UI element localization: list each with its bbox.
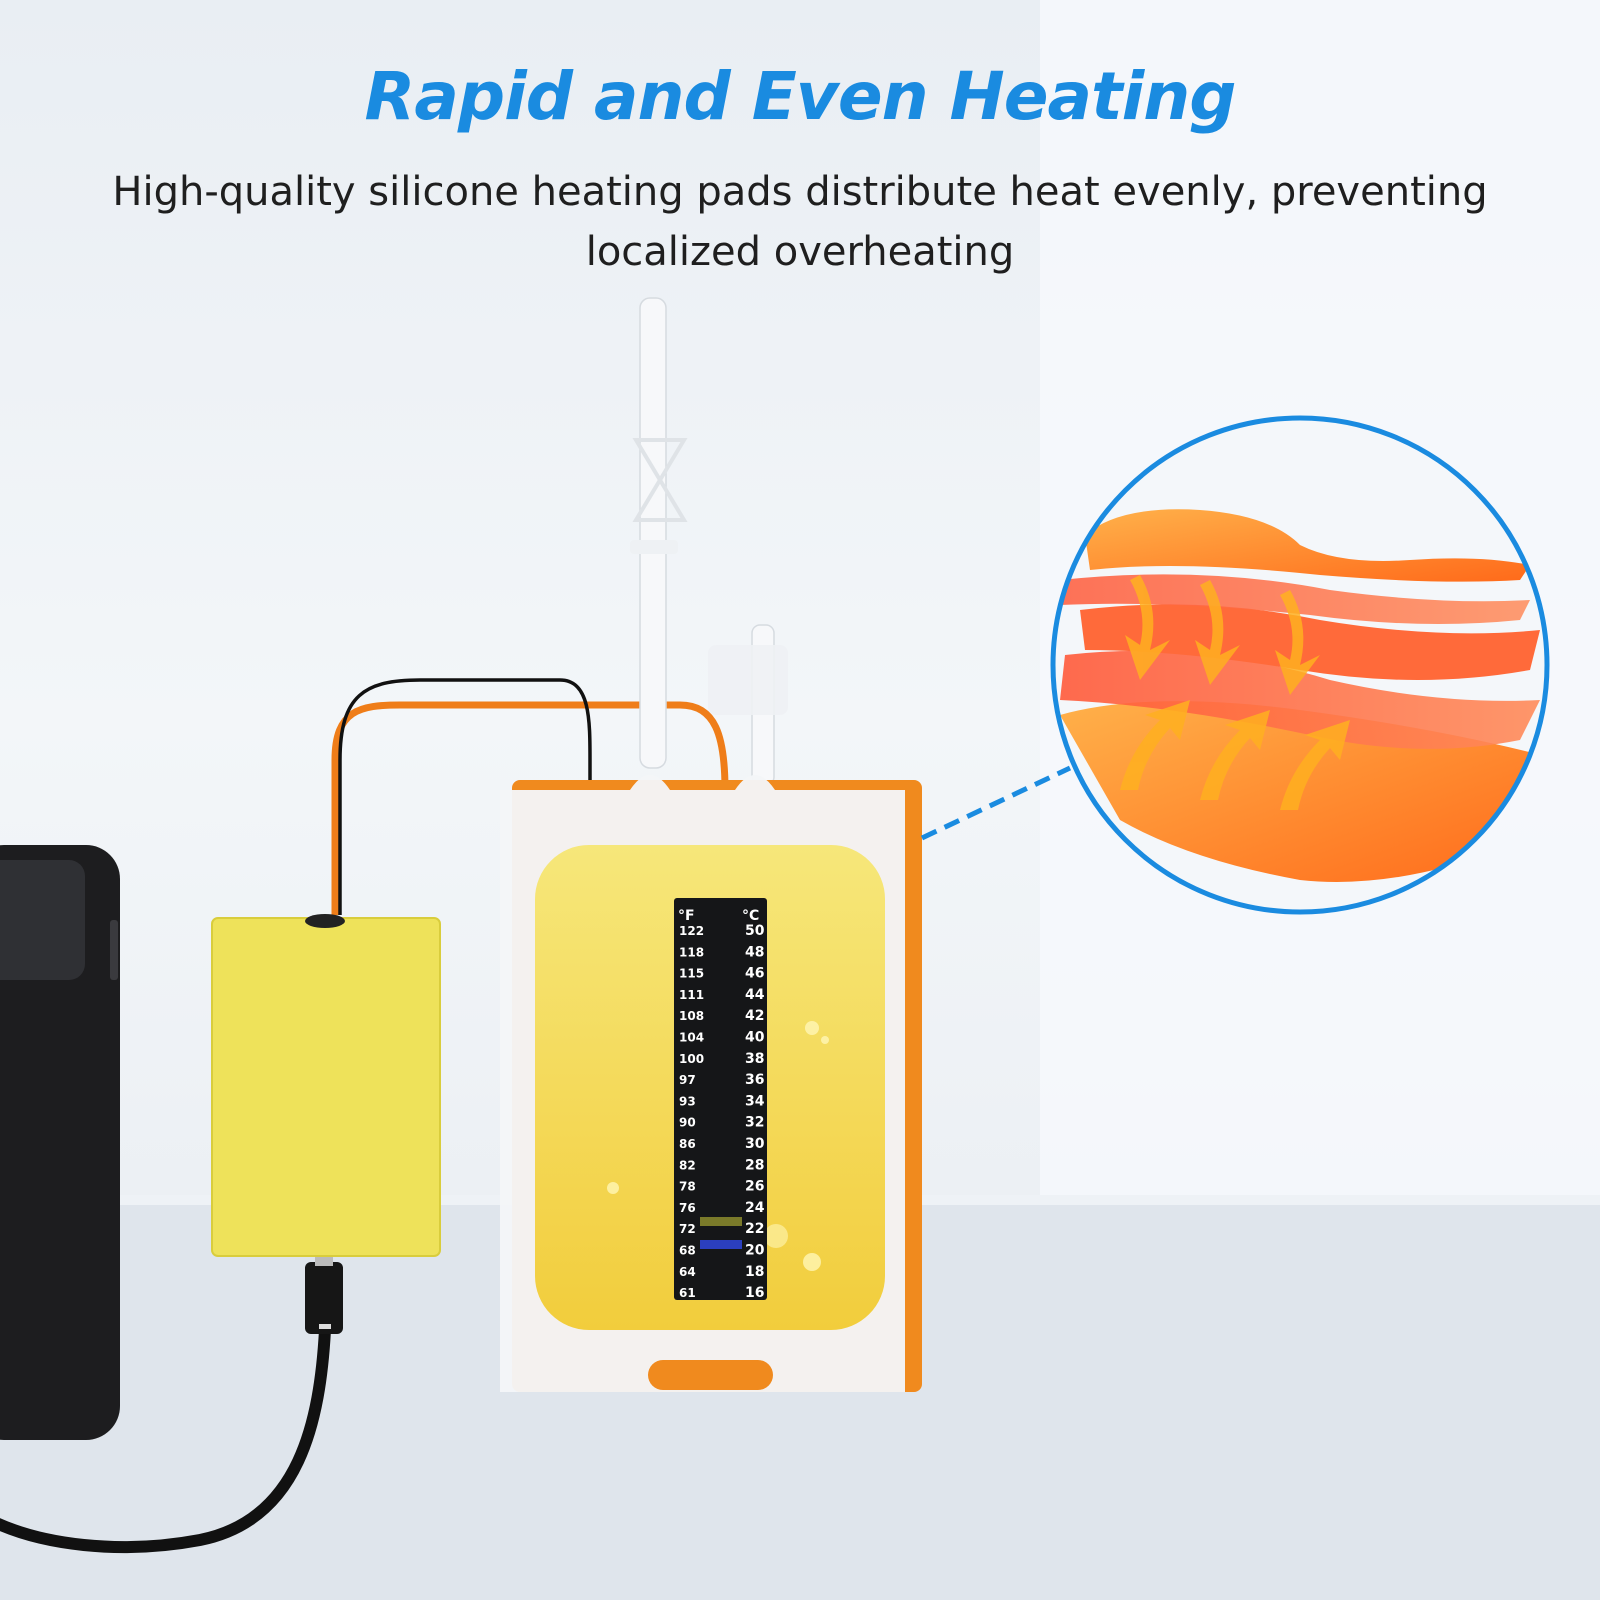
thermo-f-label: 118 <box>679 945 704 959</box>
thermo-f-label: 78 <box>679 1180 696 1194</box>
thermo-unit-c: °C <box>742 908 759 924</box>
controller-box <box>211 914 441 1257</box>
thermo-f-label: 90 <box>679 1116 696 1130</box>
heating-pad-zoom-circle <box>1050 415 1550 915</box>
thermo-c-label: 32 <box>745 1115 764 1131</box>
thermo-c-label: 24 <box>745 1200 765 1216</box>
thermo-c-label: 20 <box>745 1243 765 1259</box>
thermo-f-label: 108 <box>679 1009 704 1023</box>
thermo-f-label: 111 <box>679 988 704 1002</box>
thermo-f-label: 68 <box>679 1244 696 1258</box>
thermo-f-label: 76 <box>679 1201 696 1215</box>
headline-subtitle: High-quality silicone heating pads distr… <box>100 162 1500 282</box>
thermo-f-label: 82 <box>679 1158 696 1172</box>
headline-title: Rapid and Even Heating <box>364 58 1237 135</box>
thermo-c-label: 36 <box>745 1072 764 1088</box>
thermo-c-label: 18 <box>745 1264 764 1280</box>
thermo-scale-labels: 122 50 118 48 115 46 111 44 108 42 104 40 100 38 97 36 9… <box>679 923 765 1301</box>
thermo-f-label: 72 <box>679 1222 696 1236</box>
subtitle-line-2: localized overheating <box>585 229 1015 275</box>
thermometer-strip: °F °C 122 50 118 48 115 46 111 44 108 42 104 40 100 3… <box>674 898 767 1301</box>
thermo-f-label: 97 <box>679 1073 696 1087</box>
thermo-c-label: 16 <box>745 1285 764 1301</box>
thermo-f-label: 64 <box>679 1265 696 1279</box>
thermo-c-label: 40 <box>745 1030 765 1046</box>
thermo-f-label: 61 <box>679 1286 696 1300</box>
thermo-f-label: 122 <box>679 924 704 938</box>
thermo-f-label: 100 <box>679 1052 704 1066</box>
power-bank <box>0 845 120 1440</box>
thermo-c-label: 38 <box>745 1051 764 1067</box>
thermo-unit-f: °F <box>678 908 695 924</box>
thermo-f-label: 115 <box>679 967 704 981</box>
thermo-c-label: 50 <box>745 923 765 939</box>
thermo-c-label: 34 <box>745 1093 765 1109</box>
thermo-c-label: 28 <box>745 1157 764 1173</box>
thermo-c-label: 44 <box>745 987 765 1003</box>
subtitle-line-1: High-quality silicone heating pads distr… <box>112 169 1488 215</box>
thermo-f-label: 93 <box>679 1094 696 1108</box>
thermo-c-label: 46 <box>745 966 764 982</box>
thermo-c-label: 48 <box>745 944 764 960</box>
thermo-f-label: 104 <box>679 1031 704 1045</box>
thermo-c-label: 26 <box>745 1179 764 1195</box>
thermo-c-label: 42 <box>745 1008 764 1024</box>
thermo-f-label: 86 <box>679 1137 696 1151</box>
callout-line <box>920 765 1072 841</box>
thermo-c-label: 22 <box>745 1221 764 1237</box>
thermo-c-label: 30 <box>745 1136 765 1152</box>
